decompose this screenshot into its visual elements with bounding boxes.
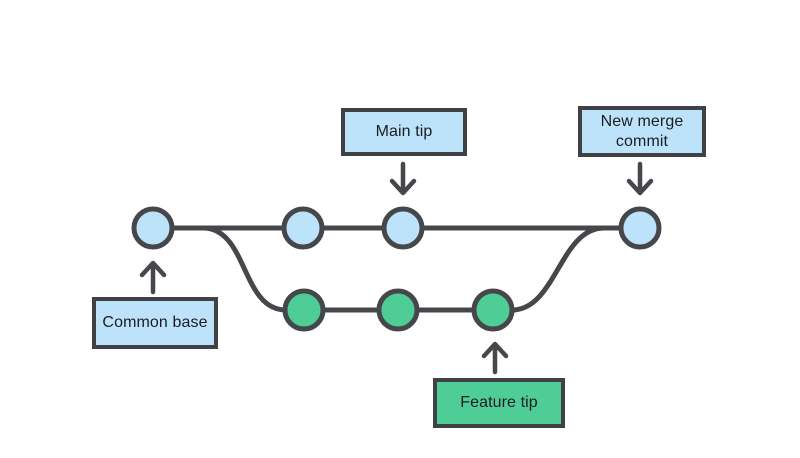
commit-node-feature-1 xyxy=(282,288,326,332)
up-arrow-icon xyxy=(139,260,167,295)
main-tip-label-text: Main tip xyxy=(375,123,433,140)
new-merge-commit-label: New merge commit xyxy=(578,106,706,157)
merge-in-curve xyxy=(509,225,607,313)
commit-node-common-base xyxy=(131,206,175,250)
commit-node-feature-2 xyxy=(376,288,420,332)
common-base-label: Common base xyxy=(92,297,218,349)
feature-tip-label: Feature tip xyxy=(433,378,565,428)
common-base-arrow xyxy=(139,260,167,295)
commit-node-feature-tip xyxy=(471,288,515,332)
commit-node-main-tip xyxy=(381,206,425,250)
main-tip-arrow xyxy=(389,161,417,196)
branch-out-curve xyxy=(200,225,289,313)
down-arrow-icon xyxy=(626,161,654,196)
up-arrow-icon xyxy=(481,341,509,375)
feature-tip-arrow xyxy=(481,341,509,375)
commit-node-new-merge-commit xyxy=(618,206,662,250)
feature-tip-label-text: Feature tip xyxy=(460,394,538,411)
new-merge-commit-label-text: New merge commit xyxy=(600,112,684,150)
main-tip-label: Main tip xyxy=(341,108,467,156)
commit-node-main-2 xyxy=(281,206,325,250)
common-base-label-text: Common base xyxy=(102,314,208,331)
down-arrow-icon xyxy=(389,161,417,196)
new-merge-commit-arrow xyxy=(626,161,654,196)
